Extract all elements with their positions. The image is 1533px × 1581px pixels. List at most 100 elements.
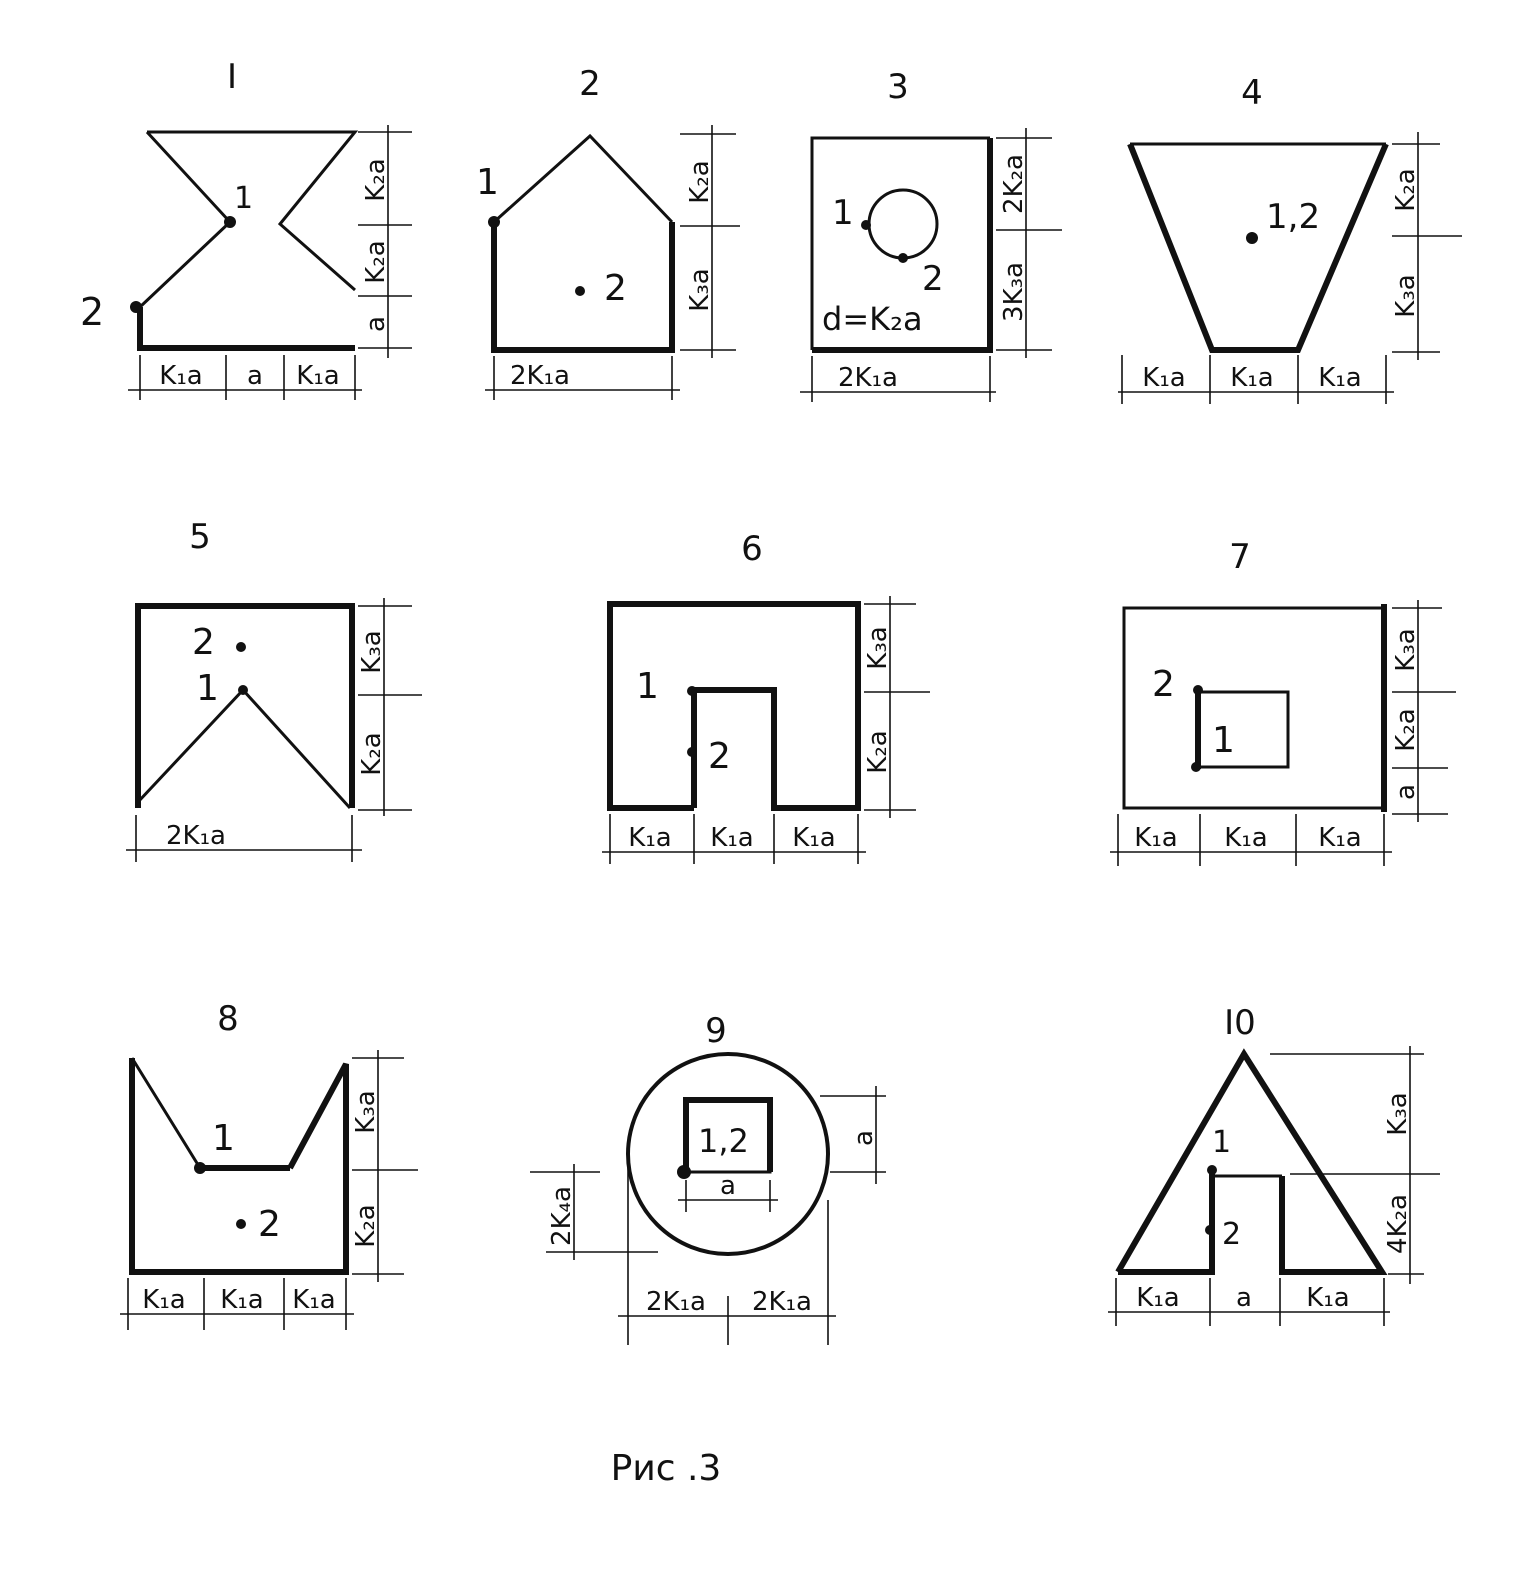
dim-label: K₁a	[220, 1285, 263, 1315]
shape-outline-heavy	[129, 1058, 349, 1275]
dim-label: K₂a	[351, 1204, 381, 1247]
point-marker	[236, 1219, 246, 1229]
dim-label: K₁a	[1306, 1283, 1349, 1313]
figure-number: 6	[741, 529, 763, 569]
figure-number: 3	[887, 67, 909, 107]
dim-label: K₃a	[357, 630, 387, 673]
figure-number: 9	[705, 1011, 727, 1051]
point-label: 1	[636, 666, 659, 707]
inner-square-heavy	[683, 1097, 773, 1172]
point-marker	[687, 686, 697, 696]
point-label: 1	[1212, 1125, 1231, 1160]
dim-label: K₁a	[628, 823, 671, 853]
dim-label: a	[720, 1171, 736, 1201]
dim-label: K₁a	[1142, 363, 1185, 393]
dim-label: K₁a	[159, 361, 202, 391]
dim-label: 2K₁a	[752, 1287, 812, 1317]
dim-label: K₁a	[292, 1285, 335, 1315]
point-label: 2	[192, 622, 215, 663]
dim-label: K₂a	[357, 732, 387, 775]
point-marker	[861, 220, 871, 230]
point-label: 1	[212, 1118, 235, 1159]
shape-base-left	[1118, 1172, 1215, 1275]
dim-label: K₁a	[1224, 823, 1267, 853]
shape-outline-heavy	[1115, 1048, 1388, 1275]
point-marker	[1205, 1225, 1215, 1235]
dim-label: K₃a	[685, 268, 715, 311]
point-marker	[238, 685, 248, 695]
dim-label: 2K₁a	[646, 1287, 706, 1317]
dim-label: 4K₂a	[1383, 1194, 1413, 1254]
dim-label: a	[1391, 784, 1421, 800]
dim-label: a	[1236, 1283, 1252, 1313]
dim-label: K₁a	[296, 361, 339, 391]
diameter-note: d=K₂a	[822, 300, 923, 338]
point-marker	[575, 286, 585, 296]
dim-label: K₁a	[792, 823, 835, 853]
figure-5: 5 1 2 2K₁a K₃a K₂a	[126, 517, 422, 862]
shape-outline	[135, 603, 355, 808]
point-marker	[236, 642, 246, 652]
figure-1: I 1 2 K₁a a K₁a K₂a K₂a a	[80, 57, 412, 400]
dim-label: K₁a	[1136, 1283, 1179, 1313]
dim-label: K₃a	[1383, 1092, 1413, 1135]
point-label: 1	[234, 181, 253, 216]
point-marker	[1191, 762, 1201, 772]
figure-number: 8	[217, 999, 239, 1039]
hole-circle	[867, 188, 939, 260]
point-marker	[687, 747, 697, 757]
dim-label: K₂a	[1391, 168, 1421, 211]
point-label: 2	[922, 259, 944, 299]
figure-4: 4 1,2 K₁a K₁a K₁a K₂a K₃a	[1118, 73, 1462, 404]
dim-label: K₃a	[1391, 274, 1421, 317]
shape-outline-heavy	[812, 138, 993, 353]
dim-label: K₃a	[1391, 628, 1421, 671]
shape-base	[137, 307, 355, 351]
point-marker	[898, 253, 908, 263]
dim-label: K₂a	[1391, 708, 1421, 751]
point-marker	[1193, 685, 1203, 695]
point-marker	[488, 216, 500, 228]
figure-number: 2	[579, 64, 601, 104]
figure-caption: Рис .3	[611, 1448, 722, 1489]
figure-number: 4	[1241, 73, 1263, 113]
point-label: 2	[1152, 664, 1175, 705]
dim-label: K₁a	[1318, 363, 1361, 393]
figure-3: 3 1 2 d=K₂a 2K₁a 2K₂a 3K₃a	[800, 67, 1062, 402]
dim-label: K₁a	[710, 823, 753, 853]
figure-2: 2 1 2 2K₁a K₂a K₃a	[476, 64, 740, 400]
shape-roof	[492, 133, 674, 224]
dim-label: K₁a	[1318, 823, 1361, 853]
shape-outline	[147, 130, 359, 292]
dim-label: K₁a	[1134, 823, 1177, 853]
point-label: 1	[832, 193, 854, 233]
dim-label: 3K₃a	[999, 262, 1029, 322]
dim-label: 2K₂a	[999, 154, 1029, 214]
figure-8: 8 1 2 K₁a K₁a K₁a K₃a K₂a	[120, 999, 418, 1330]
dim-label: K₂a	[685, 160, 715, 203]
dim-label: 2K₄a	[547, 1186, 577, 1246]
point-label: 1,2	[1266, 197, 1320, 237]
point-label: 2	[1222, 1217, 1241, 1252]
figure-number: 5	[189, 517, 211, 557]
figure-number: I	[227, 57, 237, 97]
dim-label: 2K₁a	[166, 821, 226, 851]
dim-label: a	[361, 316, 391, 332]
figure-number: 7	[1229, 537, 1251, 577]
point-label: 1,2	[698, 1122, 749, 1160]
shape-notch	[130, 1057, 290, 1170]
point-marker	[677, 1165, 691, 1179]
point-marker	[1207, 1165, 1217, 1175]
dim-label: K₃a	[351, 1090, 381, 1133]
point-label: 2	[258, 1204, 281, 1245]
dim-label: K₃a	[863, 626, 893, 669]
point-label: 1	[476, 162, 499, 203]
figure-number: I0	[1224, 1003, 1256, 1043]
point-label: 1	[1212, 720, 1235, 761]
shape-outline	[810, 136, 990, 350]
figure-10: I0 1 2 K₁a a K₁a K₃a 4K₂a	[1108, 1003, 1440, 1326]
dim-label: a	[247, 361, 263, 391]
point-label: 2	[604, 268, 627, 309]
shape-outline	[607, 601, 861, 811]
